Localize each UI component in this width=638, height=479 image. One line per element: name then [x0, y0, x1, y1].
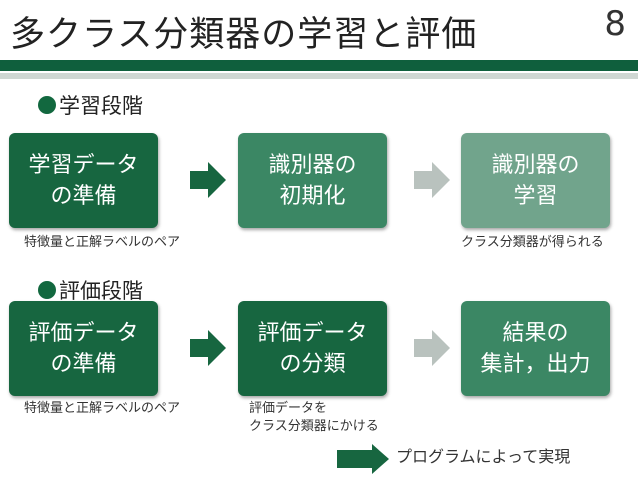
- page-number: 8: [604, 4, 626, 44]
- learning-note-left: 特徴量と正解ラベルのペア: [24, 235, 181, 250]
- slide-title: 多クラス分類器の学習と評価: [10, 15, 478, 55]
- arrow-right-dark-icon: [190, 162, 226, 198]
- legend-arrow-icon: [337, 444, 389, 474]
- box-line2: の準備: [50, 183, 117, 209]
- box-line1: 評価データ: [28, 320, 139, 346]
- learning-phase-heading: 学習段階: [38, 90, 143, 120]
- learning-note-right: クラス分類器が得られる: [461, 235, 604, 250]
- arrow-right-gray-icon: [414, 162, 450, 198]
- box-line1: 結果の: [502, 320, 569, 346]
- eval-note-middle: 評価データを クラス分類器にかける: [249, 400, 379, 436]
- box-line1: 識別器の: [491, 152, 580, 178]
- evaluation-phase-heading: 評価段階: [38, 275, 143, 305]
- learning-phase-label: 学習段階: [59, 94, 143, 118]
- eval-note-middle-line2: クラス分類器にかける: [249, 419, 379, 434]
- classifier-training-box: 識別器の 学習: [461, 133, 610, 228]
- box-line2: 集計，出力: [480, 351, 591, 377]
- title-divider-dark: [0, 60, 638, 71]
- box-line2: 初期化: [279, 183, 346, 209]
- title-divider-light: [0, 73, 638, 79]
- eval-note-left: 特徴量と正解ラベルのペア: [24, 401, 181, 416]
- legend-label: プログラムによって実現: [396, 447, 571, 466]
- box-line1: 評価データ: [257, 320, 368, 346]
- classifier-init-box: 識別器の 初期化: [238, 133, 387, 228]
- results-output-box: 結果の 集計，出力: [461, 301, 610, 396]
- eval-note-middle-line1: 評価データを: [249, 401, 328, 416]
- box-line1: 識別器の: [268, 152, 357, 178]
- eval-data-classify-box: 評価データ の分類: [238, 301, 387, 396]
- arrow-right-dark-icon: [190, 330, 226, 366]
- box-line2: 学習: [513, 183, 558, 209]
- bullet-dot-icon: [38, 281, 56, 299]
- learning-data-prep-box: 学習データ の準備: [9, 133, 158, 228]
- bullet-dot-icon: [38, 96, 56, 114]
- box-line2: の分類: [279, 351, 346, 377]
- box-line1: 学習データ: [28, 152, 139, 178]
- evaluation-phase-label: 評価段階: [59, 279, 143, 303]
- arrow-right-gray-icon: [414, 330, 450, 366]
- eval-data-prep-box: 評価データ の準備: [9, 301, 158, 396]
- box-line2: の準備: [50, 351, 117, 377]
